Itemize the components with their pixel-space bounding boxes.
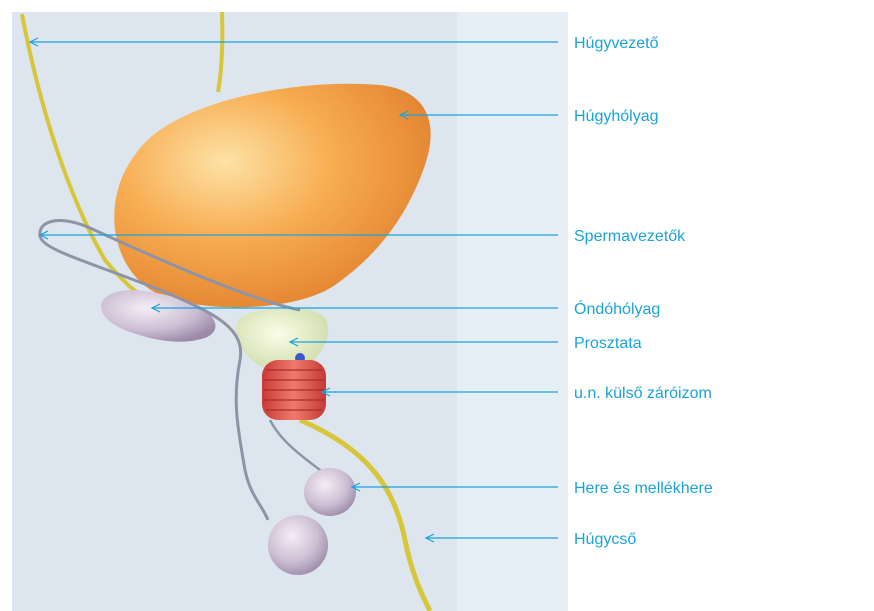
label-external-sphincter: u.n. külső záróizom bbox=[574, 385, 712, 402]
testis-upper-shape bbox=[304, 468, 356, 516]
label-ureter: Húgyvezető bbox=[574, 35, 659, 52]
label-bladder: Húgyhólyag bbox=[574, 108, 659, 125]
background-right bbox=[457, 12, 568, 611]
label-vas-deferens: Spermavezetők bbox=[574, 228, 686, 245]
labels-group: HúgyvezetőHúgyhólyagSpermavezetőkÓndóhól… bbox=[574, 35, 713, 548]
testis-lower-shape bbox=[268, 515, 328, 575]
label-seminal-vesicle: Óndóhólyag bbox=[574, 299, 660, 318]
label-prostate: Prosztata bbox=[574, 335, 642, 352]
label-urethra: Húgycső bbox=[574, 531, 636, 548]
label-testis: Here és mellékhere bbox=[574, 480, 713, 497]
